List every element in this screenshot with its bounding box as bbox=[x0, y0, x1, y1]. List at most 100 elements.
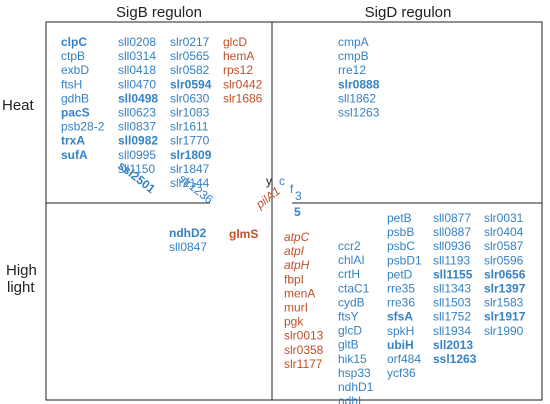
center-c: c bbox=[279, 174, 285, 188]
gene-rre12: rre12 bbox=[338, 63, 366, 77]
gene-sll0982: sll0982 bbox=[118, 134, 158, 148]
outer-border bbox=[45, 21, 543, 401]
gene-ndhD1: ndhD1 bbox=[338, 380, 374, 394]
gene-cmpB: cmpB bbox=[338, 49, 369, 63]
gene-hemA: hemA bbox=[223, 49, 254, 63]
gene-slr1809: slr1809 bbox=[170, 148, 212, 162]
gene-sll1193: sll1193 bbox=[433, 253, 470, 267]
gene-ubiH: ubiH bbox=[387, 338, 414, 352]
sigd-header: SigD regulon bbox=[365, 4, 452, 21]
gene-slr0442: slr0442 bbox=[223, 77, 263, 91]
sigd-light-column-3: petBpsbBpsbCpsbD1petDrre35rre36sfsAspkHu… bbox=[387, 211, 422, 380]
gene-ycf36: ycf36 bbox=[387, 366, 416, 380]
gene-menA: menA bbox=[284, 286, 315, 300]
gene-atpC: atpC bbox=[284, 230, 310, 244]
gene-cmpA: cmpA bbox=[338, 35, 369, 49]
gene-atpI: atpI bbox=[284, 244, 305, 258]
gene-slr1990: slr1990 bbox=[484, 324, 524, 338]
gene-slr0630: slr0630 bbox=[170, 91, 210, 105]
sigd-light-column-red: atpCatpIatpHfbpImenAmurIpgkslr0013slr035… bbox=[284, 230, 324, 371]
gene-fbpI: fbpI bbox=[284, 272, 304, 286]
gene-slr1611: slr1611 bbox=[170, 120, 209, 134]
gene-slr1917: slr1917 bbox=[484, 310, 526, 324]
gene-ssl1263: ssl1263 bbox=[433, 352, 477, 366]
gene-ndhD2: ndhD2 bbox=[169, 226, 207, 240]
center-3: 3 bbox=[295, 189, 302, 203]
row-label-heat: Heat bbox=[2, 97, 35, 114]
gene-rps12: rps12 bbox=[223, 63, 253, 77]
gene-psbB: psbB bbox=[387, 225, 414, 239]
gene-sll0498: sll0498 bbox=[118, 91, 158, 105]
sigb-heat-column-3: slr0217slr0565slr0582slr0594slr0630slr10… bbox=[170, 35, 212, 190]
gene-sll0936: sll0936 bbox=[433, 239, 471, 253]
center-f: f bbox=[290, 182, 294, 196]
gene-slr1583: slr1583 bbox=[484, 296, 524, 310]
gene-atpH: atpH bbox=[284, 258, 310, 272]
gene-rre35: rre35 bbox=[387, 282, 415, 296]
gene-glcD: glcD bbox=[223, 35, 247, 49]
gene-sll1155: sll1155 bbox=[433, 267, 473, 281]
gene-pacS: pacS bbox=[61, 106, 90, 120]
gene-slr0404: slr0404 bbox=[484, 225, 524, 239]
gene-sll1503: sll1503 bbox=[433, 296, 471, 310]
gene-hik15: hik15 bbox=[338, 352, 367, 366]
gene-sll0623: sll0623 bbox=[118, 106, 156, 120]
gene-ssl1263: ssl1263 bbox=[338, 106, 380, 120]
gene-slr0888: slr0888 bbox=[338, 77, 380, 91]
sigd-light-column-4: sll0877sll0887sll0936sll1193sll1155sll13… bbox=[433, 211, 477, 366]
gene-exbD: exbD bbox=[61, 63, 89, 77]
gene-slr0582: slr0582 bbox=[170, 63, 210, 77]
gene-sll1150: sll1150 bbox=[118, 162, 155, 176]
gene-petB: petB bbox=[387, 211, 412, 225]
gene-glcD: glcD bbox=[338, 324, 362, 338]
gene-slr1770: slr1770 bbox=[170, 134, 210, 148]
gene-sll0470: sll0470 bbox=[118, 77, 156, 91]
gene-sll0837: sll0837 bbox=[118, 120, 156, 134]
center-pilA1: pilA1 bbox=[252, 184, 282, 212]
gene-sufA: sufA bbox=[61, 148, 88, 162]
gene-ccr2: ccr2 bbox=[338, 239, 361, 253]
gene-spkH: spkH bbox=[387, 324, 414, 338]
gene-clpC: clpC bbox=[61, 35, 87, 49]
sigd-light-column-5: slr0031slr0404slr0587slr0596slr0656slr13… bbox=[484, 211, 526, 338]
gene-gltB: gltB bbox=[338, 338, 359, 352]
gene-pgk: pgk bbox=[284, 315, 304, 329]
quadrant-frame bbox=[45, 21, 543, 401]
gene-gdhB: gdhB bbox=[61, 91, 89, 105]
gene-sll0208: sll0208 bbox=[118, 35, 156, 49]
gene-slr0013: slr0013 bbox=[284, 329, 324, 343]
gene-sll1343: sll1343 bbox=[433, 282, 471, 296]
gene-sll2013: sll2013 bbox=[433, 338, 473, 352]
gene-ndhL: ndhL bbox=[338, 394, 365, 404]
gene-slr0217: slr0217 bbox=[170, 35, 210, 49]
gene-slr0565: slr0565 bbox=[170, 49, 210, 63]
gene-psb28-2: psb28-2 bbox=[61, 120, 105, 134]
gene-murI: murI bbox=[284, 301, 308, 315]
gene-slr1397: slr1397 bbox=[484, 282, 526, 296]
row-label-high: High bbox=[6, 262, 37, 279]
gene-slr0656: slr0656 bbox=[484, 267, 526, 281]
gene-trxA: trxA bbox=[61, 134, 85, 148]
gene-sll0877: sll0877 bbox=[433, 211, 471, 225]
gene-glmS: glmS bbox=[229, 227, 258, 241]
gene-sll0314: sll0314 bbox=[118, 49, 156, 63]
center-y: y bbox=[266, 174, 272, 188]
sigb-heat-column-2: sll0208sll0314sll0418sll0470sll0498sll06… bbox=[118, 35, 158, 176]
gene-slr1686: slr1686 bbox=[223, 91, 263, 105]
gene-orf484: orf484 bbox=[387, 352, 421, 366]
center-5: 5 bbox=[294, 205, 301, 219]
gene-psbC: psbC bbox=[387, 239, 415, 253]
gene-slr0587: slr0587 bbox=[484, 239, 524, 253]
gene-cydB: cydB bbox=[338, 295, 365, 309]
gene-rre36: rre36 bbox=[387, 296, 415, 310]
center-cluster: y c f 3 5 pilA1 bbox=[252, 174, 302, 219]
gene-ftsY: ftsY bbox=[338, 310, 359, 324]
gene-sll0995: sll0995 bbox=[118, 148, 156, 162]
sigb-header: SigB regulon bbox=[116, 4, 202, 21]
gene-slr0031: slr0031 bbox=[484, 211, 524, 225]
gene-ftsH: ftsH bbox=[61, 77, 82, 91]
